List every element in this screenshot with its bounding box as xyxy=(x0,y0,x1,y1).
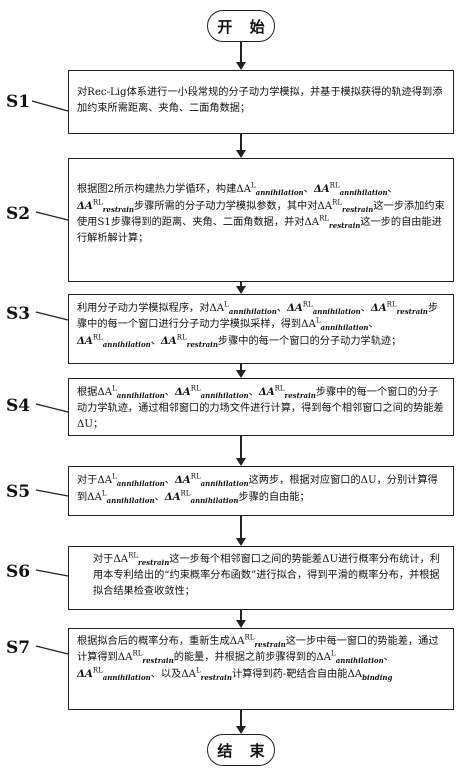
step-text-s3-a: 利用分子动力学模拟程序，对ΔA xyxy=(77,303,225,314)
subscript-term: annihilation xyxy=(116,391,165,401)
subscript-term: annihilation xyxy=(320,323,369,333)
step-box-s4: 根据ΔALannihilation、ΔARLannihilation、ΔARLr… xyxy=(68,378,454,436)
step-box-s6: 对于ΔARLrestrain这一步每个相邻窗口之间的势能差ΔU进行概率分布统计，… xyxy=(68,546,454,610)
step-text-s7-c: 的能量，并根据之前步骤得到的ΔA xyxy=(173,652,332,663)
step-label-s3: S3 xyxy=(6,304,31,324)
arrow-head xyxy=(235,370,246,378)
subscript-term: restrain xyxy=(254,640,286,650)
step-text-s2-c: 这一步添加约束使用S1步骤得到的距离、夹角、二面角数据，并对ΔA xyxy=(77,201,445,228)
leader-line-s2 xyxy=(35,211,69,221)
step-label-s6: S6 xyxy=(6,562,31,582)
step-label-s1: S1 xyxy=(6,92,31,112)
subscript-term: restrain xyxy=(186,340,218,350)
step-text-s3-b: 步骤中的每一个窗口进行分子动力学模拟采样，得到ΔA xyxy=(77,303,439,330)
leader-line-s3 xyxy=(35,311,69,321)
subscript-term: annihilation xyxy=(339,188,388,198)
leader-line-s7 xyxy=(35,645,69,655)
arrow-head xyxy=(235,620,246,628)
step-text-s7-e: 计算得到药-靶结合自由能ΔA xyxy=(231,669,363,680)
arrow-connector xyxy=(240,134,242,154)
step-box-s7: 根据拟合后的概率分布，重新生成ΔARLrestrain这一步中每一窗口的势能差，… xyxy=(68,628,454,710)
subscript-term: restrain xyxy=(142,656,174,666)
subscript-term: annihilation xyxy=(102,340,151,350)
subscript-term: annihilation xyxy=(200,391,249,401)
subscript-term: restrain xyxy=(138,558,170,568)
subscript-term: annihilation xyxy=(190,496,239,506)
subscript-term: annihilation xyxy=(116,479,165,489)
subscript-term: annihilation xyxy=(106,496,155,506)
arrow-head xyxy=(235,62,246,70)
arrow-head xyxy=(235,286,246,294)
subscript-term: annihilation xyxy=(228,307,277,317)
step-text-s7-d: 、以及ΔA xyxy=(150,669,196,680)
subscript-term: binding xyxy=(362,673,393,683)
arrow-connector xyxy=(240,610,242,624)
subscript-term: annihilation xyxy=(335,656,384,666)
step-text-s6-b: 这一步每个相邻窗口之间的势能差ΔU进行概率分布统计，利用本专利给出的“约束概率分… xyxy=(93,554,440,597)
arrow-head xyxy=(235,726,246,734)
separator: 、 xyxy=(303,184,314,195)
step-text-s4-b: 步骤中的每一个窗口的分子动力学轨迹，通过相邻窗口的力场文件进行计算，得到每个相邻… xyxy=(77,387,444,430)
step-text-s4-a: 根据ΔA xyxy=(77,387,113,398)
leader-line-s1 xyxy=(31,100,69,112)
step-text-s5-b: 这两步，根据对应窗口的ΔU，分别计算得到ΔA xyxy=(77,475,438,503)
step-label-s2: S2 xyxy=(6,204,31,224)
step-box-s5: 对于ΔALannihilation、ΔARLannihilation这两步，根据… xyxy=(68,466,454,516)
subscript-term: restrain xyxy=(329,221,361,231)
step-box-s2: 根据图2所示构建热力学循环，构建ΔALannihilation、ΔARLanni… xyxy=(68,158,454,282)
step-text-s7-a: 根据拟合后的概率分布，重新生成ΔA xyxy=(77,636,245,647)
arrow-head xyxy=(235,538,246,546)
step-text-s2-b: 步骤所需的分子动力学模拟参数，其中对ΔA xyxy=(134,201,333,212)
start-terminal: 开 始 xyxy=(207,10,275,42)
arrow-connector xyxy=(240,364,242,374)
subscript-term: annihilation xyxy=(255,188,304,198)
step-text-s3-c: 步骤中的每一个窗口的分子动力学轨迹； xyxy=(217,336,402,347)
leader-line-s5 xyxy=(35,489,69,497)
end-label: 结 束 xyxy=(217,741,271,760)
subscript-term: annihilation xyxy=(102,673,151,683)
step-label-s5: S5 xyxy=(6,482,31,502)
leader-line-s6 xyxy=(35,569,69,577)
step-box-s1: 对Rec-Lig体系进行一小段常规的分子动力学模拟，并基于模拟获得的轨迹得到添加… xyxy=(68,70,454,134)
subscript-term: annihilation xyxy=(200,479,249,489)
step-text-s5-c: 步骤的自由能； xyxy=(238,492,310,503)
step-label-s4: S4 xyxy=(6,396,31,416)
arrow-connector xyxy=(240,436,242,460)
arrow-connector xyxy=(240,516,242,540)
arrow-connector xyxy=(240,42,242,64)
arrow-head xyxy=(235,458,246,466)
arrow-connector xyxy=(240,710,242,730)
step-box-s3: 利用分子动力学模拟程序，对ΔALannihilation、ΔARLannihil… xyxy=(68,294,454,364)
subscript-term: restrain xyxy=(102,205,135,215)
step-text-s2-d: 这一步的自由能进行解析解计算； xyxy=(77,217,442,244)
end-terminal: 结 束 xyxy=(207,734,275,766)
step-text-s6-a: 对于ΔA xyxy=(93,554,129,565)
step-text-s1: 对Rec-Lig体系进行一小段常规的分子动力学模拟，并基于模拟获得的轨迹得到添加… xyxy=(77,87,443,114)
step-text-s7-b: 这一步中每一窗口的势能差，通过计算得到ΔA xyxy=(77,636,439,663)
step-label-s7: S7 xyxy=(6,638,31,658)
step-text-s5-a: 对于ΔA xyxy=(77,475,113,486)
subscript-term: restrain xyxy=(396,307,428,317)
arrow-head xyxy=(235,150,246,158)
subscript-term: annihilation xyxy=(312,307,361,317)
subscript-term: restrain xyxy=(284,391,316,401)
leader-line-s4 xyxy=(35,403,69,413)
subscript-term: restrain xyxy=(342,205,374,215)
separator: 、 xyxy=(387,184,398,195)
subscript-term: restrain xyxy=(200,673,232,683)
start-label: 开 始 xyxy=(217,17,271,36)
step-text-s2-a: 根据图2所示构建热力学循环，构建ΔA xyxy=(77,184,252,195)
